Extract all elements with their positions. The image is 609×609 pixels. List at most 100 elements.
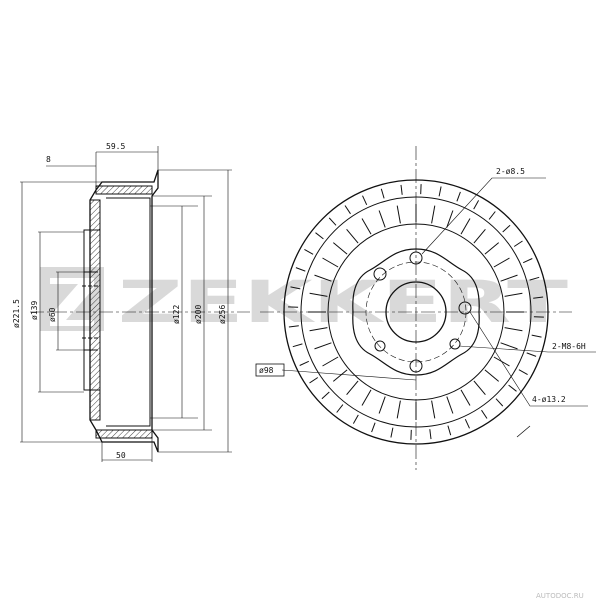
dim-label-200: ø200 bbox=[194, 305, 203, 324]
inner-fin bbox=[346, 228, 359, 244]
leader-bolt-holes bbox=[469, 311, 588, 407]
inner-fin bbox=[322, 257, 339, 268]
inner-fin bbox=[460, 389, 471, 406]
callout-bolt-holes: 4-ø13.2 bbox=[532, 395, 566, 404]
inner-fin bbox=[346, 380, 359, 396]
hub-outline bbox=[83, 229, 101, 391]
bolt-hole-right bbox=[458, 301, 472, 315]
flange-section bbox=[89, 199, 101, 421]
dim-label-59-5: 59.5 bbox=[106, 142, 125, 151]
outer-fin bbox=[400, 184, 403, 195]
inner-fin bbox=[493, 257, 510, 268]
flange-top-section bbox=[95, 185, 153, 195]
outer-fin bbox=[508, 384, 517, 392]
inner-fin bbox=[460, 218, 471, 235]
outer-fin bbox=[438, 186, 442, 197]
drum-inner-circle bbox=[327, 223, 505, 401]
outer-fin bbox=[328, 217, 337, 226]
flange-bottom-section bbox=[95, 429, 153, 439]
inner-fin bbox=[361, 389, 372, 406]
callout-thread: 2-M8-6H bbox=[552, 342, 586, 351]
inner-fin bbox=[431, 205, 436, 224]
hub-flange-outline bbox=[352, 248, 480, 376]
outer-fin bbox=[321, 391, 330, 400]
side-view bbox=[20, 146, 250, 462]
dim-label-139: ø139 bbox=[30, 301, 39, 320]
outer-fin bbox=[390, 427, 394, 438]
inner-fin bbox=[378, 210, 386, 228]
inner-fin bbox=[314, 342, 332, 350]
leader-arrow bbox=[516, 425, 531, 438]
thread-hole-lower bbox=[374, 340, 386, 352]
bolt-hole-top bbox=[409, 251, 423, 265]
hub-bore bbox=[84, 271, 98, 351]
inner-fin bbox=[473, 380, 486, 396]
outer-fin bbox=[531, 334, 542, 338]
dim-label-8: 8 bbox=[46, 155, 51, 164]
cooling-fins-inner bbox=[308, 204, 524, 420]
inner-fin bbox=[322, 356, 339, 367]
outer-fin bbox=[290, 286, 301, 290]
outer-fin bbox=[292, 343, 303, 348]
front-view bbox=[255, 146, 596, 470]
dim-label-122: ø122 bbox=[172, 305, 181, 324]
leader-hole-8-5 bbox=[421, 177, 546, 255]
inner-fin bbox=[309, 292, 328, 297]
watermark-logo: ZEKKERT bbox=[40, 267, 569, 336]
inner-fin bbox=[431, 400, 436, 419]
outer-fin bbox=[344, 205, 351, 215]
outer-fin bbox=[502, 224, 511, 233]
inner-fin bbox=[378, 396, 386, 414]
outer-fin bbox=[295, 267, 306, 272]
outer-fin bbox=[336, 404, 344, 413]
footer-watermark: AUTODOC.RU bbox=[536, 592, 584, 600]
outer-fin bbox=[533, 296, 544, 299]
cooling-fins-outer bbox=[288, 184, 544, 440]
outer-fin bbox=[456, 191, 461, 202]
inner-fin bbox=[500, 274, 518, 282]
outer-fin bbox=[488, 211, 496, 220]
inner-fin bbox=[504, 292, 523, 297]
outer-fin bbox=[299, 360, 310, 366]
dim-label-60: ø60 bbox=[48, 307, 57, 322]
dim-label-221-5: ø221.5 bbox=[12, 299, 21, 328]
inner-fin bbox=[309, 327, 328, 332]
outer-fin bbox=[513, 240, 523, 247]
pcd-box bbox=[255, 363, 285, 377]
inner-fin bbox=[484, 242, 500, 255]
outer-fin bbox=[362, 195, 368, 206]
outer-fin bbox=[473, 200, 480, 210]
dim-label-256: ø256 bbox=[218, 305, 227, 324]
thread-hole-upper bbox=[449, 338, 461, 350]
outer-fin bbox=[288, 325, 299, 328]
outer-fin bbox=[518, 369, 528, 376]
watermark-text: ZEKKERT bbox=[118, 268, 569, 336]
outer-fin bbox=[309, 377, 319, 384]
center-bore bbox=[385, 281, 447, 343]
inner-fin bbox=[314, 274, 332, 282]
leader-pcd bbox=[281, 369, 417, 381]
bolt-hole-left bbox=[373, 267, 387, 281]
outer-fin bbox=[529, 276, 540, 281]
callout-pcd: ø98 bbox=[259, 366, 274, 375]
inner-fin bbox=[446, 396, 454, 414]
callout-hole-8-5: 2-ø8.5 bbox=[496, 167, 525, 176]
outer-fin bbox=[315, 232, 324, 240]
inner-fin bbox=[396, 400, 401, 419]
dim-label-50: 50 bbox=[116, 451, 126, 460]
outer-fin bbox=[481, 409, 488, 419]
outer-fin bbox=[464, 418, 470, 429]
outer-fin bbox=[447, 425, 452, 436]
outer-fin bbox=[352, 414, 359, 424]
inner-fin bbox=[500, 342, 518, 350]
outer-fin bbox=[371, 422, 376, 433]
outer-fin bbox=[522, 258, 533, 264]
inner-fin bbox=[446, 210, 454, 228]
drum-outer-circle bbox=[283, 179, 549, 445]
outer-fin bbox=[526, 352, 537, 357]
inner-fin bbox=[361, 218, 372, 235]
pcd-circle bbox=[365, 261, 467, 363]
outer-fin bbox=[380, 188, 385, 199]
drum-rim-circle bbox=[300, 196, 532, 428]
